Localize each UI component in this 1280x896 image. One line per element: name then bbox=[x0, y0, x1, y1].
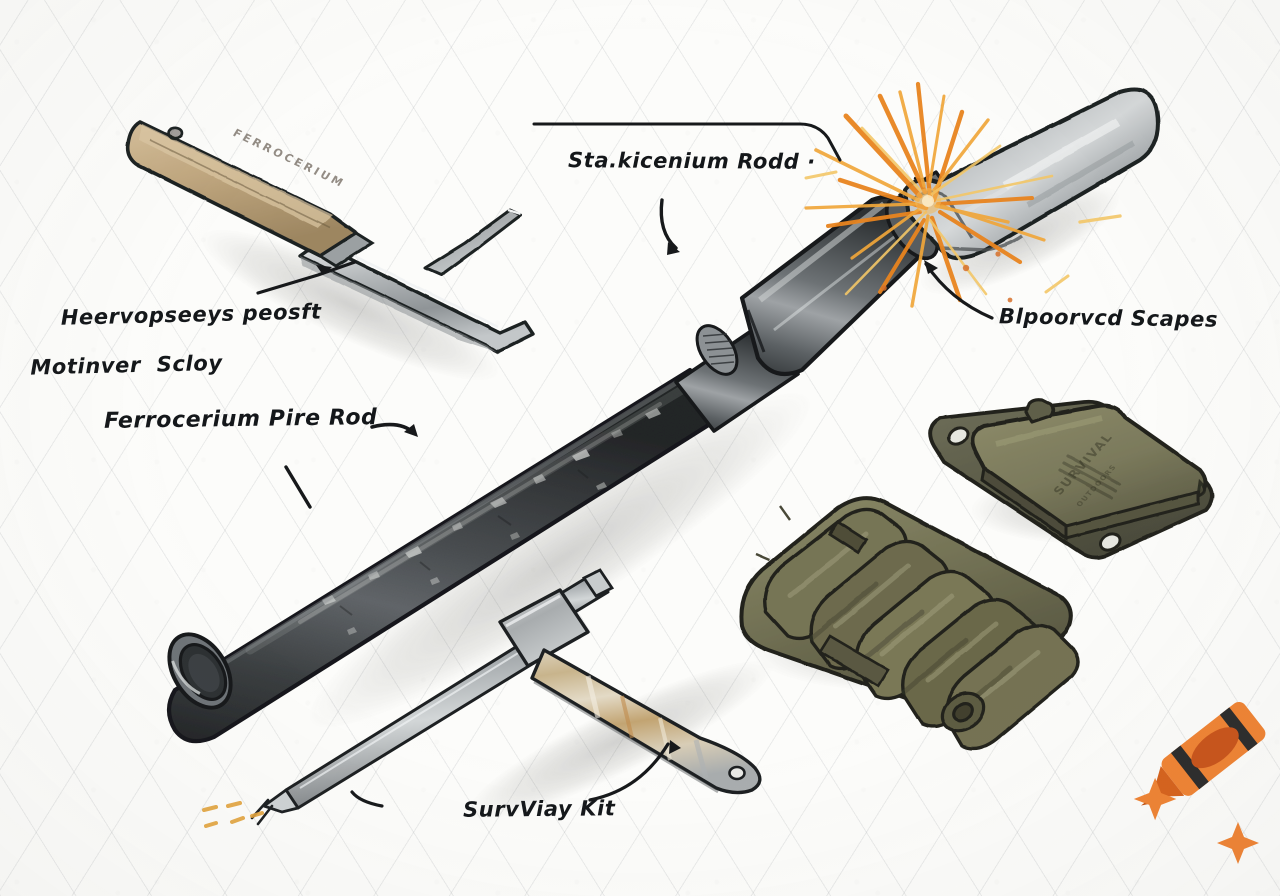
t-handle-tool bbox=[202, 568, 762, 828]
knurl-lines bbox=[702, 333, 735, 365]
paracord-bundle bbox=[739, 496, 1080, 751]
rod-end-cap bbox=[167, 632, 233, 710]
sparkle-icon bbox=[1133, 777, 1259, 864]
tip-sparks bbox=[202, 801, 264, 828]
survival-case bbox=[928, 398, 1214, 560]
rod-speckle-texture bbox=[245, 380, 695, 655]
spark-burst bbox=[804, 81, 1122, 308]
striker-knife bbox=[125, 120, 535, 354]
